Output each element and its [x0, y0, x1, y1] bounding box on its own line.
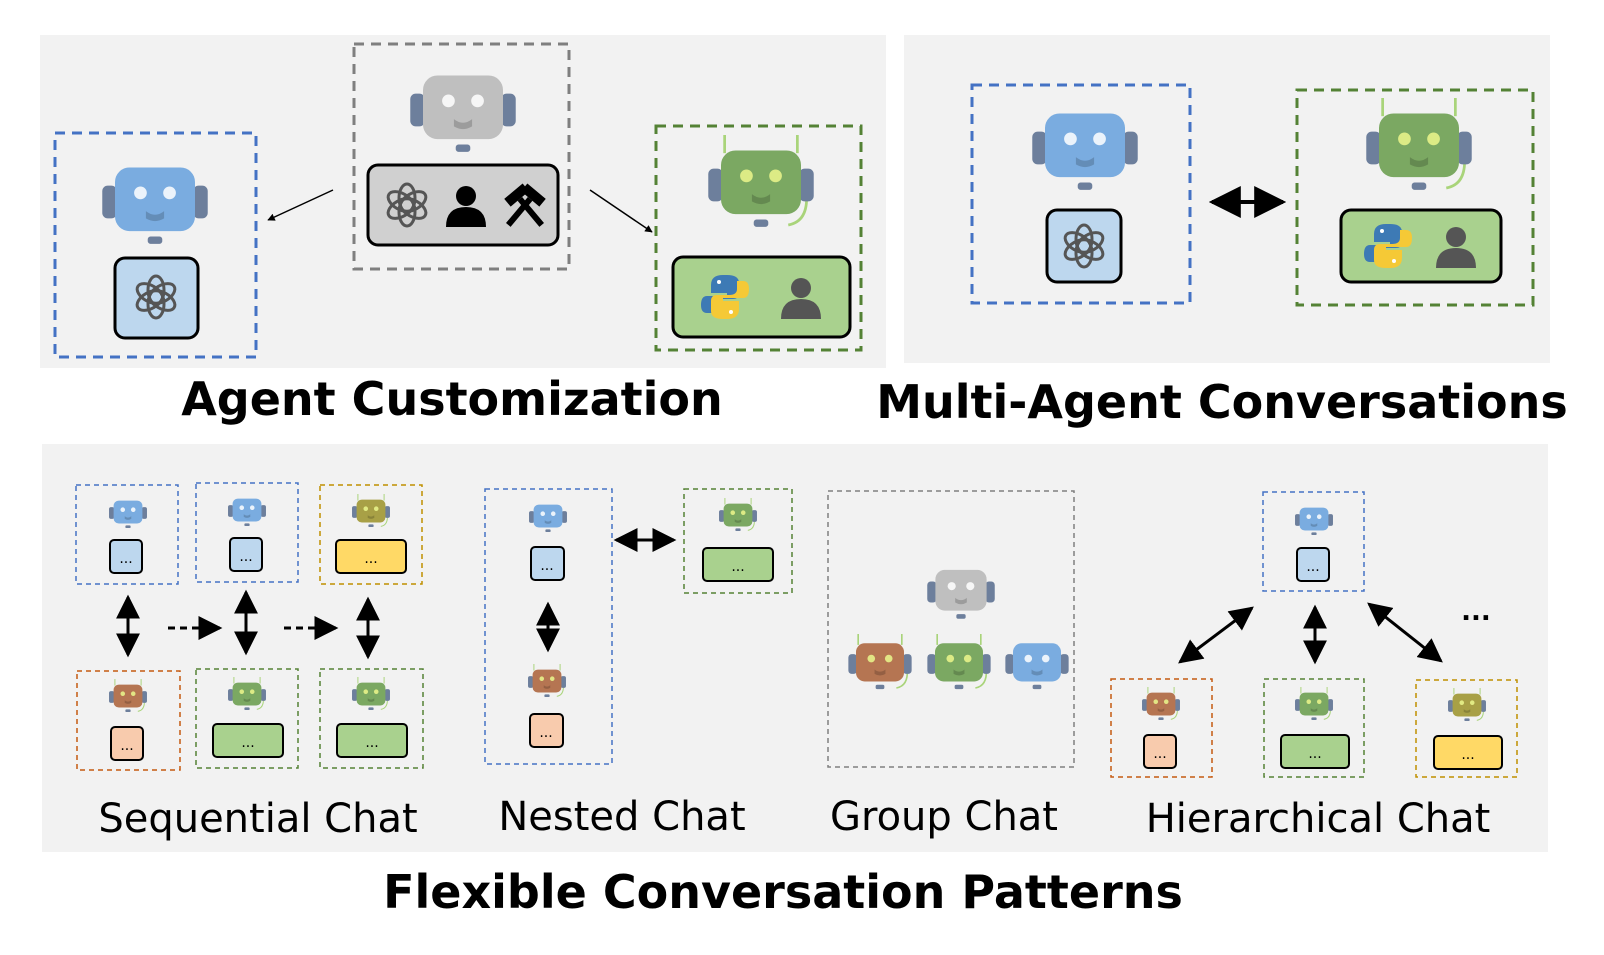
- hier-box-green: [1263, 678, 1365, 778]
- hier-arrow-right: [1367, 602, 1443, 663]
- blue-agent-box: [53, 131, 258, 359]
- nested-chat-group: ... ... ... Nested Chat: [484, 488, 793, 840]
- seq-card-green-1: [212, 723, 284, 758]
- flexible-patterns-title: Flexible Conversation Patterns: [383, 865, 1183, 919]
- hier-arrow-left: [1178, 606, 1254, 664]
- seq-card-blue-1: [109, 539, 143, 574]
- group-chat-label: Group Chat: [830, 794, 1058, 840]
- hier-card-blue: [1296, 547, 1330, 582]
- seq-box-orange: [76, 670, 181, 771]
- blue-agent-box-2: [970, 83, 1192, 305]
- sequential-chat-group: ... ... ... ... ... ... Sequential Chat: [75, 482, 424, 842]
- seq-card-green-2: [336, 723, 408, 758]
- seq-box-blue-1: [75, 484, 179, 585]
- multi-agent-title: Multi-Agent Conversations: [876, 375, 1568, 429]
- card-ellipsis: ...: [1306, 559, 1319, 575]
- seq-card-orange: [110, 726, 144, 761]
- openai-card: [113, 256, 200, 340]
- patterns-panel: [42, 444, 1548, 852]
- agent-customization-title: Agent Customization: [181, 372, 723, 426]
- card-ellipsis: ...: [731, 559, 744, 575]
- seq-box-blue-2: [195, 482, 299, 583]
- gray-agent-box: [352, 42, 571, 271]
- arrow-left: [267, 189, 334, 221]
- openai-card-2: [1045, 208, 1123, 284]
- group-chat-group: Group Chat: [827, 490, 1075, 840]
- nested-outer-box: [484, 488, 613, 765]
- seq-box-green-2: [319, 668, 424, 769]
- nested-card-green: [702, 547, 774, 582]
- multi-agent-panel: [904, 35, 1550, 363]
- nested-card-orange: [529, 713, 564, 748]
- nested-card-blue: [530, 546, 565, 581]
- card-ellipsis: ...: [539, 725, 552, 741]
- card-ellipsis: ...: [239, 549, 252, 565]
- arrow-right: [589, 189, 653, 233]
- seq-box-green-1: [195, 668, 299, 769]
- python-person-card-2: [1339, 208, 1503, 284]
- hierarchical-chat-group: ... ... ... ... ... Hierarchical Chat: [1110, 491, 1518, 842]
- nested-side-box: [683, 488, 793, 594]
- nested-chat-label: Nested Chat: [498, 794, 745, 840]
- hier-card-yellow: [1433, 735, 1503, 770]
- python-person-card: [671, 255, 852, 339]
- card-ellipsis: ...: [364, 551, 377, 567]
- hierarchical-chat-label: Hierarchical Chat: [1146, 796, 1491, 842]
- sequential-chat-label: Sequential Chat: [98, 796, 417, 842]
- more-ellipsis: ...: [1461, 597, 1491, 627]
- card-ellipsis: ...: [1308, 746, 1321, 762]
- card-ellipsis: ...: [1461, 747, 1474, 763]
- hier-card-orange: [1143, 734, 1177, 769]
- hier-card-green: [1280, 734, 1350, 769]
- seq-box-yellow: [319, 484, 423, 585]
- card-ellipsis: ...: [1153, 746, 1166, 762]
- seq-card-blue-2: [229, 537, 263, 572]
- card-ellipsis: ...: [241, 735, 254, 751]
- seq-card-yellow: [335, 539, 407, 574]
- green-agent-box: [654, 124, 863, 352]
- card-ellipsis: ...: [119, 551, 132, 567]
- card-ellipsis: ...: [120, 738, 133, 754]
- card-ellipsis: ...: [540, 558, 553, 574]
- green-agent-box-2: [1295, 88, 1535, 307]
- card-ellipsis: ...: [365, 735, 378, 751]
